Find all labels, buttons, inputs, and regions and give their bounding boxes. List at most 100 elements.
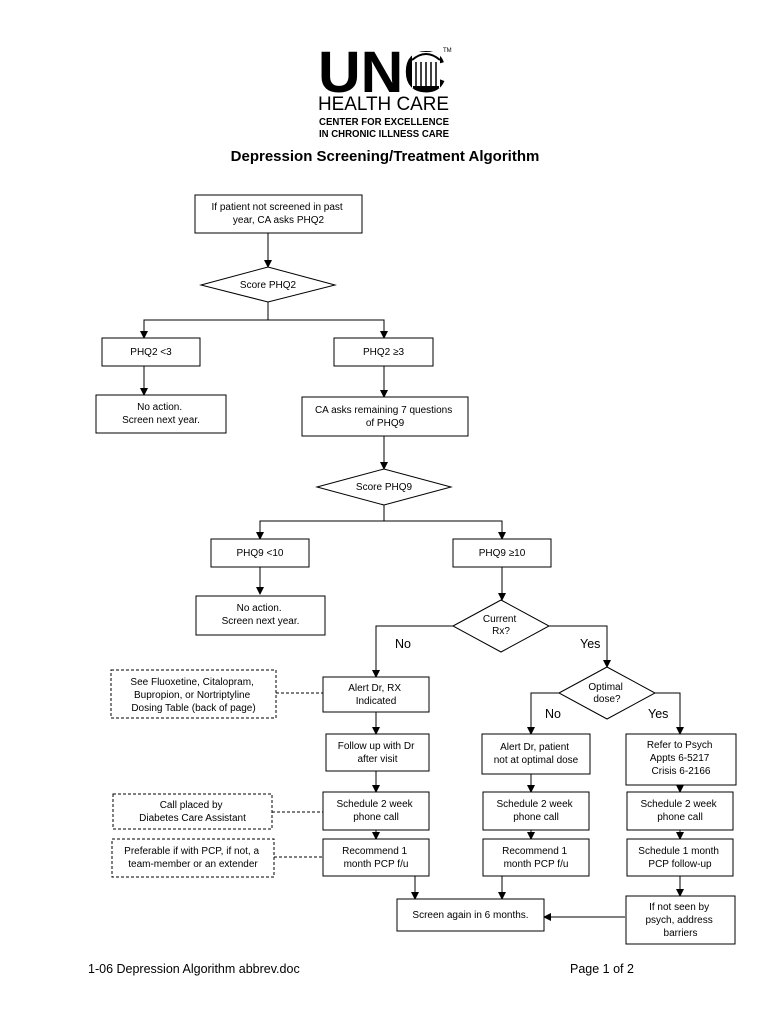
svg-text:Recommend 1 month PCP f/: Recommend 1 month PCP f/u — [342, 846, 410, 870]
box-schedule-month-right-line2: PCP follow-up — [648, 859, 712, 870]
decision-optimal-dose-line2: dose? — [593, 694, 621, 705]
note-call-placed-line1: Call placed by — [160, 800, 223, 811]
decision-score-phq2: Score PHQ2 — [199, 266, 337, 303]
box-alert-rx-line1: Alert Dr, RX — [348, 683, 401, 694]
box-no-action-1-line1: No action. — [137, 402, 182, 413]
box-ask-phq9-line1: CA asks remaining 7 questions — [315, 405, 452, 416]
box-schedule-mid-line1: Schedule 2 week — [497, 799, 574, 810]
box-schedule-month-right-line1: Schedule 1 month — [638, 846, 719, 857]
box-ask-phq9: CA asks remaining 7 questions of PHQ9 — [301, 396, 469, 437]
box-not-seen-line2: psych, address — [645, 915, 712, 926]
box-follow-up-line1: Follow up with Dr — [338, 741, 415, 752]
box-alert-not-optimal: Alert Dr, patient not at optimal dose — [481, 733, 591, 775]
footer-page-number: Page 1 of 2 — [570, 962, 634, 976]
svg-text:Refer to Psych Appts 6-5: Refer to Psych Appts 6-5217 Crisis 6-216… — [647, 740, 715, 777]
box-refer-psych: Refer to Psych Appts 6-5217 Crisis 6-216… — [625, 733, 737, 786]
svg-text:Alert Dr, RX Indicated: Alert Dr, RX Indicated — [348, 683, 404, 707]
box-recommend-left-line1: Recommend 1 — [342, 846, 407, 857]
logo-line3: IN CHRONIC ILLNESS CARE — [319, 129, 449, 140]
box-schedule-month-right: Schedule 1 month PCP follow-up — [626, 838, 734, 877]
note-preferable-line1: Preferable if with PCP, if not, a — [124, 846, 259, 857]
box-screen-again: Screen again in 6 months. — [396, 898, 545, 932]
box-schedule-right-line1: Schedule 2 week — [641, 799, 718, 810]
svg-text:If not seen by psych, ad: If not seen by psych, address barriers — [645, 902, 715, 939]
box-no-action-1: No action. Screen next year. — [95, 394, 227, 434]
box-phq2-high: PHQ2 ≥3 — [333, 337, 434, 367]
old-well-icon — [411, 52, 441, 88]
logo-line2: CENTER FOR EXCELLENCE — [319, 117, 449, 128]
box-start: If patient not screened in past year, CA… — [194, 194, 363, 234]
decision-optimal-dose: Optimal dose? — [557, 666, 657, 720]
box-phq9-low: PHQ9 <10 — [210, 538, 310, 568]
box-phq9-high: PHQ9 ≥10 — [452, 538, 552, 568]
connectors — [140, 233, 684, 921]
box-no-action-2: No action. Screen next year. — [195, 595, 326, 636]
logo-line1: HEALTH CARE — [318, 94, 449, 115]
box-recommend-mid: Recommend 1 month PCP f/u — [482, 838, 590, 877]
box-refer-psych-line2: Appts 6-5217 — [650, 753, 710, 764]
box-screen-again-label: Screen again in 6 months. — [412, 910, 528, 921]
note-preferable-line2: team-member or an extender — [128, 859, 258, 870]
box-phq2-low: PHQ2 <3 — [101, 337, 201, 367]
svg-text:Schedule 2 week phone ca: Schedule 2 week phone call — [641, 799, 720, 823]
svg-text:No action. Screen next y: No action. Screen next year. — [122, 402, 200, 426]
note-dosing-line1: See Fluoxetine, Citalopram, — [130, 677, 253, 688]
decision-score-phq2-label: Score PHQ2 — [240, 280, 297, 291]
note-dosing: See Fluoxetine, Citalopram, Bupropion, o… — [110, 669, 277, 719]
svg-text:Schedule 2 week phone ca: Schedule 2 week phone call — [337, 799, 416, 823]
box-recommend-mid-line1: Recommend 1 — [502, 846, 567, 857]
box-start-line1: If patient not screened in past — [212, 202, 343, 213]
decision-current-rx-line1: Current — [483, 614, 517, 625]
svg-text:Schedule 2 week phone ca: Schedule 2 week phone call — [497, 799, 576, 823]
box-phq9-low-label: PHQ9 <10 — [237, 548, 284, 559]
svg-text:Call placed by Diabetes: Call placed by Diabetes Care Assistant — [139, 800, 246, 824]
decision-score-phq9: Score PHQ9 — [315, 468, 453, 506]
box-follow-up-line2: after visit — [357, 754, 397, 765]
box-schedule-left: Schedule 2 week phone call — [322, 791, 430, 831]
note-preferable: Preferable if with PCP, if not, a team-m… — [111, 838, 275, 878]
box-refer-psych-line1: Refer to Psych — [647, 740, 713, 751]
footer-filename: 1-06 Depression Algorithm abbrev.doc — [88, 962, 300, 976]
box-no-action-1-line2: Screen next year. — [122, 415, 200, 426]
note-dosing-line3: Dosing Table (back of page) — [131, 703, 255, 714]
svg-text:Follow up with Dr after: Follow up with Dr after visit — [338, 741, 417, 765]
decision-optimal-dose-line1: Optimal — [588, 682, 622, 693]
box-schedule-right: Schedule 2 week phone call — [626, 791, 734, 831]
svg-text:See Fluoxetine, Citalopram,: See Fluoxetine, Citalopram, Bupropion, o… — [130, 677, 256, 714]
box-ask-phq9-line2: of PHQ9 — [366, 418, 405, 429]
box-recommend-left: Recommend 1 month PCP f/u — [322, 838, 430, 877]
svg-text:Preferable if with PCP, if not: Preferable if with PCP, if not, a team-m… — [124, 846, 262, 870]
branch-label-rx-no: No — [395, 637, 411, 651]
box-start-line2: year, CA asks PHQ2 — [233, 215, 325, 226]
branch-label-dose-no: No — [545, 707, 561, 721]
branch-label-rx-yes: Yes — [580, 637, 600, 651]
svg-text:If patient not screened in pas: If patient not screened in past year, CA… — [212, 202, 346, 226]
box-schedule-mid-line2: phone call — [513, 812, 559, 823]
branch-label-dose-yes: Yes — [648, 707, 668, 721]
box-schedule-left-line1: Schedule 2 week — [337, 799, 414, 810]
svg-text:No action. Screen next y: No action. Screen next year. — [222, 603, 300, 627]
note-dosing-line2: Bupropion, or Nortriptyline — [134, 690, 251, 701]
svg-text:Alert Dr, patient not at: Alert Dr, patient not at optimal dose — [494, 742, 579, 766]
box-recommend-left-line2: month PCP f/u — [344, 859, 409, 870]
box-not-seen-line1: If not seen by — [649, 902, 709, 913]
box-schedule-right-line2: phone call — [657, 812, 703, 823]
decision-score-phq9-label: Score PHQ9 — [356, 482, 413, 493]
svg-text:Recommend 1 month PCP f/: Recommend 1 month PCP f/u — [502, 846, 570, 870]
decision-current-rx-line2: Rx? — [492, 626, 510, 637]
box-schedule-mid: Schedule 2 week phone call — [482, 791, 590, 831]
box-recommend-mid-line2: month PCP f/u — [504, 859, 569, 870]
box-schedule-left-line2: phone call — [353, 812, 399, 823]
box-phq2-low-label: PHQ2 <3 — [130, 347, 172, 358]
decision-current-rx: Current Rx? — [451, 599, 551, 653]
box-no-action-2-line1: No action. — [237, 603, 282, 614]
svg-text:Optimal dose?: Optimal dose? — [588, 682, 625, 705]
page-title: Depression Screening/Treatment Algorithm — [230, 148, 540, 165]
box-not-seen: If not seen by psych, address barriers — [625, 895, 736, 945]
logo-tm: TM — [443, 48, 452, 54]
box-follow-up: Follow up with Dr after visit — [325, 733, 430, 772]
svg-text:CA asks remaining 7 questions: CA asks remaining 7 questions of PHQ9 — [315, 405, 455, 429]
box-refer-psych-line3: Crisis 6-2166 — [652, 766, 711, 777]
box-phq9-high-label: PHQ9 ≥10 — [479, 548, 526, 559]
